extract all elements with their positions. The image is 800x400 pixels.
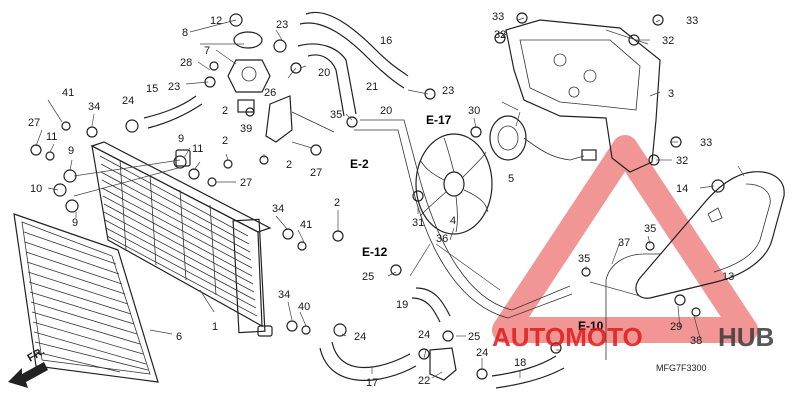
bracket <box>265 95 335 143</box>
callout-labels: 12 8 23 16 7 28 20 23 21 23 15 41 34 24 … <box>28 11 734 389</box>
callout: 41 <box>300 219 312 231</box>
callout: 31 <box>412 217 424 229</box>
callout: 40 <box>298 301 310 313</box>
callout: 2 <box>222 105 228 117</box>
callout: 35 <box>644 223 656 235</box>
cooling-fan <box>415 133 493 235</box>
callout: 8 <box>182 27 188 39</box>
callout: 23 <box>442 85 454 97</box>
callout: 1 <box>212 321 218 333</box>
ref-e17: E-17 <box>426 113 452 127</box>
callout: 11 <box>46 131 57 143</box>
leader-lines <box>35 17 745 379</box>
ref-e12: E-12 <box>362 245 388 259</box>
callout: 32 <box>662 35 674 47</box>
callout: 17 <box>366 377 378 389</box>
callout: 33 <box>686 15 698 27</box>
callout: 13 <box>722 271 734 283</box>
callout: 35 <box>578 253 590 265</box>
callout: 21 <box>366 81 378 93</box>
callout: 9 <box>72 217 78 229</box>
callout: 32 <box>676 155 688 167</box>
ref-e2: E-2 <box>350 157 369 171</box>
radiator-core <box>90 141 273 337</box>
callout: 29 <box>670 321 682 333</box>
callout: 34 <box>272 203 284 215</box>
callout: 26 <box>264 87 276 99</box>
callout: 10 <box>30 183 42 195</box>
callout: 27 <box>28 117 40 129</box>
callout: 27 <box>310 167 322 179</box>
callout: 23 <box>276 19 288 31</box>
callout: 24 <box>122 95 134 107</box>
callout: 15 <box>146 83 158 95</box>
watermark-text: AUTOMOTO HUB <box>492 322 774 352</box>
callout: 20 <box>380 105 392 117</box>
front-label: FR. <box>26 345 47 364</box>
callout: 35 <box>330 109 342 121</box>
callout: 9 <box>68 145 74 157</box>
callout: 4 <box>450 215 456 227</box>
watermark-text-right: HUB <box>718 322 774 352</box>
fan-motor <box>489 115 597 161</box>
callout: 3 <box>668 88 674 100</box>
callout: 30 <box>468 105 480 117</box>
fan-shroud-bracket <box>505 19 661 173</box>
callout: 5 <box>508 173 514 185</box>
front-direction-arrow: FR. <box>8 345 48 388</box>
callout: 14 <box>676 183 688 195</box>
callout: 18 <box>514 357 526 369</box>
callout: 37 <box>618 237 630 249</box>
section-references: E-17 E-2 E-12 E-10 <box>350 113 604 333</box>
callout: 36 <box>436 233 448 245</box>
radiator-grille <box>13 213 159 383</box>
callout: 23 <box>168 81 180 93</box>
callout: 39 <box>240 123 252 135</box>
callout: 20 <box>318 67 330 79</box>
callout: 24 <box>354 331 366 343</box>
callout: 2 <box>222 135 228 147</box>
callout: 2 <box>286 159 292 171</box>
callout: 9 <box>178 133 184 145</box>
callout: 27 <box>240 177 252 189</box>
watermark-text-left: AUTOMOTO <box>492 322 643 352</box>
callout: 33 <box>492 11 504 23</box>
callout: 6 <box>176 331 182 343</box>
callout: 24 <box>476 347 488 359</box>
callout: 22 <box>418 375 430 387</box>
ref-e10: E-10 <box>578 319 604 333</box>
callout: 2 <box>334 197 340 209</box>
diagram-code: MFG7F3300 <box>656 363 707 373</box>
callout: 25 <box>362 271 374 283</box>
callout: 19 <box>396 299 408 311</box>
callout: 11 <box>192 143 203 155</box>
reserve-tank <box>635 171 785 299</box>
callout: 12 <box>210 15 222 27</box>
callout: 25 <box>468 331 480 343</box>
callout: 32 <box>494 29 506 41</box>
callout: 7 <box>204 45 210 57</box>
callout: 28 <box>180 57 192 69</box>
callout: 41 <box>62 87 74 99</box>
callout: 16 <box>380 35 392 47</box>
hoses <box>143 11 660 389</box>
callout: 33 <box>700 137 712 149</box>
callout: 34 <box>278 289 290 301</box>
callout: 38 <box>690 335 702 347</box>
callout: 34 <box>88 101 100 113</box>
callout: 24 <box>418 329 430 341</box>
